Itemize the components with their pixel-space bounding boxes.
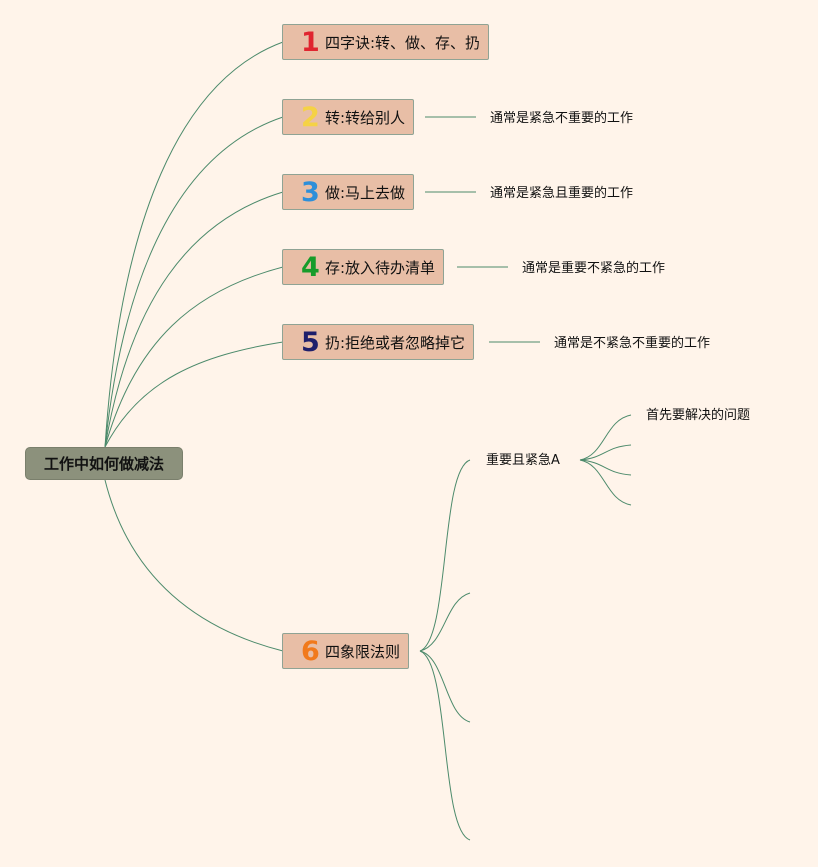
number-6-icon: 6 (301, 635, 320, 667)
branch-note-5[interactable]: 通常是不紧急不重要的工作 (554, 336, 711, 351)
root-label: 工作中如何做减法 (43, 455, 164, 473)
link-root-b3 (104, 191, 284, 448)
link-root-b6 (104, 479, 284, 652)
link-root-b2 (104, 116, 284, 448)
link-b6-q2 (419, 592, 471, 652)
branch-label-1: 四字诀:转、做、存、扔 (325, 33, 481, 52)
branch-node-3[interactable]: 3 做:马上去做 (282, 174, 415, 210)
root-node[interactable]: 工作中如何做减法 (25, 447, 183, 480)
quadrant-subitem-1[interactable]: 首先要解决的问题 (646, 408, 751, 423)
branch-label-3: 做:马上去做 (325, 183, 406, 202)
link-b6-q1 (419, 459, 471, 652)
link-root-b4 (104, 266, 284, 448)
branch-label-5: 扔:拒绝或者忽略掉它 (325, 333, 466, 352)
link-b6-q4 (419, 650, 471, 841)
branch-node-6[interactable]: 6 四象限法则 (282, 633, 410, 669)
branch-note-2[interactable]: 通常是紧急不重要的工作 (490, 111, 634, 126)
link-q1-s1 (579, 414, 632, 461)
link-q1-s2 (579, 444, 632, 461)
number-4-icon: 4 (301, 251, 320, 283)
link-b6-q3 (419, 650, 471, 723)
link-q1-s4 (579, 459, 632, 506)
number-5-icon: 5 (301, 326, 320, 358)
branch-note-3[interactable]: 通常是紧急且重要的工作 (490, 186, 634, 201)
branch-label-2: 转:转给别人 (325, 108, 406, 127)
branch-label-6: 四象限法则 (325, 642, 401, 661)
number-1-icon: 1 (301, 26, 320, 58)
quadrant-item-1[interactable]: 重要且紧急A (486, 453, 560, 468)
branch-node-1[interactable]: 1 四字诀:转、做、存、扔 (282, 24, 490, 60)
branch-node-4[interactable]: 4 存:放入待办清单 (282, 249, 445, 285)
link-root-b1 (104, 41, 284, 448)
number-3-icon: 3 (301, 176, 320, 208)
branch-label-4: 存:放入待办清单 (325, 258, 436, 277)
link-q1-s3 (579, 459, 632, 476)
branch-node-2[interactable]: 2 转:转给别人 (282, 99, 415, 135)
number-2-icon: 2 (301, 101, 320, 133)
branch-note-4[interactable]: 通常是重要不紧急的工作 (522, 261, 666, 276)
branch-node-5[interactable]: 5 扔:拒绝或者忽略掉它 (282, 324, 475, 360)
link-root-b5 (104, 341, 284, 448)
